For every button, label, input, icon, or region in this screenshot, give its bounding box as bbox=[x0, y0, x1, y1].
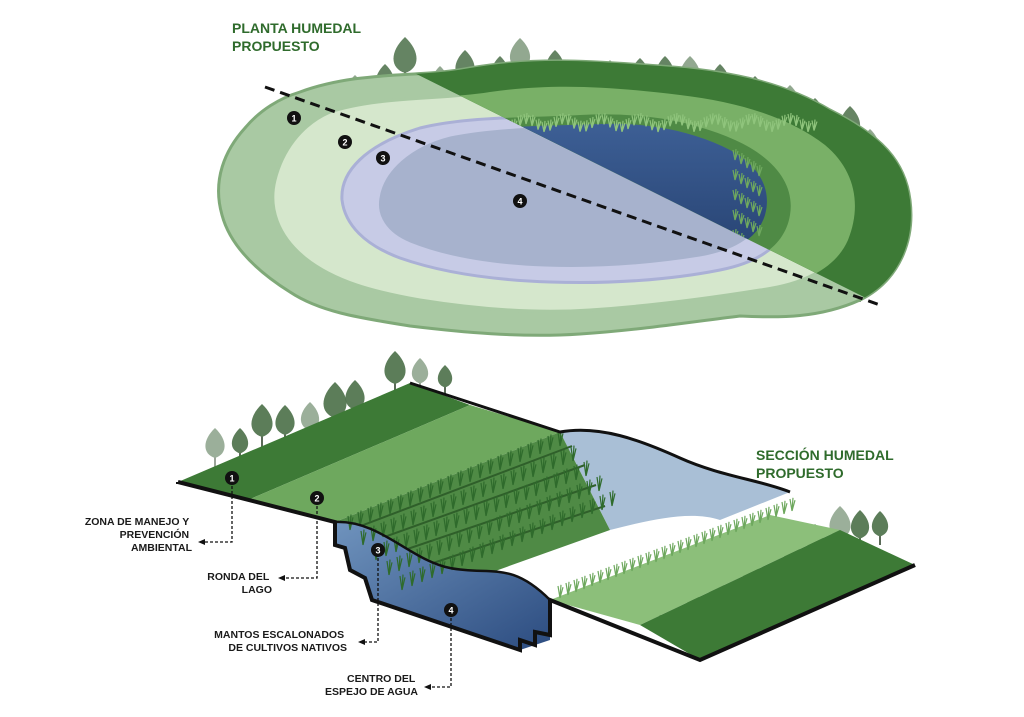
section-marker-2: 2 bbox=[310, 491, 324, 505]
callout-ronda-lago: RONDA DEL LAGO bbox=[207, 571, 272, 596]
svg-text:3: 3 bbox=[375, 546, 380, 556]
svg-text:4: 4 bbox=[517, 197, 522, 207]
svg-text:1: 1 bbox=[291, 114, 296, 124]
callout-centro-espejo: CENTRO DEL ESPEJO DE AGUA bbox=[325, 673, 418, 698]
svg-text:4: 4 bbox=[448, 606, 453, 616]
tree-icon bbox=[437, 365, 453, 395]
section-right-grass bbox=[550, 515, 840, 625]
section-marker-3: 3 bbox=[371, 543, 385, 557]
svg-text:2: 2 bbox=[342, 138, 347, 148]
plan-marker-4: 4 bbox=[513, 194, 527, 208]
plan-section-cut-line bbox=[264, 85, 881, 307]
plan-view: 1 2 3 4 PLANTA HUMEDAL PROPUESTO bbox=[217, 20, 913, 337]
callout-leaders bbox=[202, 486, 452, 688]
svg-text:2: 2 bbox=[314, 494, 319, 504]
section-zone-1-ground bbox=[178, 383, 470, 500]
callout-mantos-escalonados: MANTOS ESCALONADOS DE CULTIVOS NATIVOS bbox=[214, 629, 347, 654]
plan-marker-1: 1 bbox=[287, 111, 301, 125]
section-zone-2-ground bbox=[248, 405, 560, 522]
section-marker-1: 1 bbox=[225, 471, 239, 485]
section-zone-4-water bbox=[335, 521, 550, 650]
svg-text:3: 3 bbox=[380, 154, 385, 164]
svg-text:1: 1 bbox=[229, 474, 234, 484]
section-right-ground bbox=[640, 530, 915, 660]
plan-title: PLANTA HUMEDAL PROPUESTO bbox=[232, 20, 365, 54]
tree-icon bbox=[251, 404, 273, 448]
section-view: 1 2 3 4 ZONA DE MANEJO Y PREVENCIÓN AMBI… bbox=[85, 351, 916, 698]
plan-marker-2: 2 bbox=[338, 135, 352, 149]
plan-marker-3: 3 bbox=[376, 151, 390, 165]
callout-zona-manejo: ZONA DE MANEJO Y PREVENCIÓN AMBIENTAL bbox=[85, 516, 193, 554]
section-water-surface bbox=[560, 430, 790, 530]
tree-icon bbox=[205, 428, 225, 468]
tree-icon bbox=[384, 351, 406, 395]
section-title: SECCIÓN HUMEDAL PROPUESTO bbox=[756, 446, 897, 481]
section-outline bbox=[177, 480, 916, 663]
section-marker-4: 4 bbox=[444, 603, 458, 617]
tree-icon bbox=[871, 511, 889, 545]
